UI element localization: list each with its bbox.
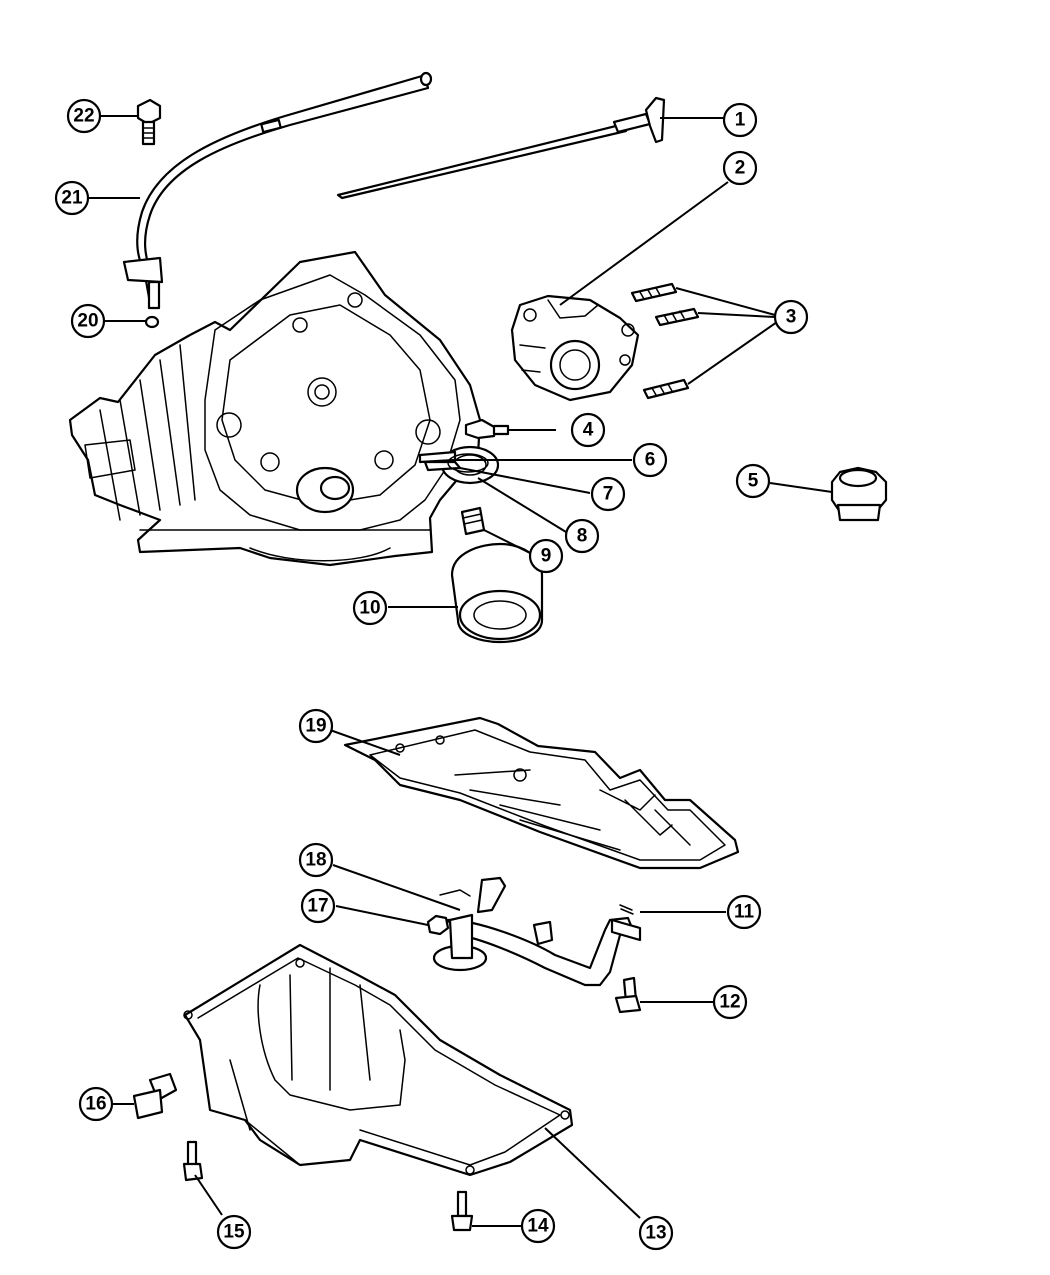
- oil-pickup-tube: [432, 876, 642, 987]
- callout-4: 4: [570, 412, 606, 448]
- callout-16: 16: [78, 1086, 114, 1122]
- callout-label-17: 17: [307, 896, 328, 917]
- callout-12: 12: [712, 984, 748, 1020]
- callout-21: 21: [54, 180, 90, 216]
- bolt-22: [136, 98, 162, 146]
- callout-13: 13: [638, 1215, 674, 1251]
- drain-plug: [132, 1072, 178, 1120]
- callout-7: 7: [590, 476, 626, 512]
- callout-label-2: 2: [735, 158, 746, 179]
- callout-14: 14: [520, 1208, 556, 1244]
- callout-15: 15: [216, 1214, 252, 1250]
- stud-15: [182, 1140, 204, 1182]
- callout-label-5: 5: [748, 471, 759, 492]
- callout-label-15: 15: [223, 1222, 245, 1243]
- callout-label-22: 22: [73, 106, 94, 127]
- callout-2: 2: [722, 150, 758, 186]
- callout-3: 3: [773, 299, 809, 335]
- oil-filler-cap: [830, 466, 888, 522]
- callout-1: 1: [722, 102, 758, 138]
- windage-tray: [343, 716, 740, 870]
- callout-label-13: 13: [645, 1223, 666, 1244]
- callout-label-9: 9: [541, 546, 552, 567]
- callout-label-18: 18: [305, 850, 326, 871]
- callout-18: 18: [298, 842, 334, 878]
- callout-label-20: 20: [77, 311, 98, 332]
- o-ring-20: [144, 315, 160, 329]
- callout-label-21: 21: [61, 188, 83, 209]
- bolt-14: [450, 1190, 474, 1232]
- oil-pump: [510, 294, 640, 402]
- callout-label-12: 12: [719, 992, 740, 1013]
- callout-label-3: 3: [786, 307, 797, 328]
- callout-label-14: 14: [527, 1216, 549, 1237]
- callout-label-8: 8: [577, 526, 588, 547]
- callout-22: 22: [66, 98, 102, 134]
- engine-block: [68, 250, 510, 567]
- callout-19: 19: [298, 708, 334, 744]
- callout-label-7: 7: [603, 484, 614, 505]
- callout-6: 6: [632, 442, 668, 478]
- callout-20: 20: [70, 303, 106, 339]
- callout-9: 9: [528, 538, 564, 574]
- bolt-12: [614, 976, 642, 1014]
- dipstick-tube: [122, 71, 433, 310]
- leader-lines: [88, 115, 833, 1227]
- callout-11: 11: [726, 894, 762, 930]
- callout-label-4: 4: [583, 420, 594, 441]
- oil-pan: [183, 943, 574, 1177]
- filter-nipple: [460, 506, 486, 536]
- callout-8: 8: [564, 518, 600, 554]
- dipstick: [336, 96, 666, 200]
- callout-17: 17: [300, 888, 336, 924]
- pump-bolts: [630, 282, 700, 400]
- o-ring-11: [619, 904, 634, 915]
- callout-label-10: 10: [359, 598, 380, 619]
- nut-17: [426, 914, 450, 936]
- callout-label-19: 19: [305, 716, 326, 737]
- callout-label-1: 1: [735, 110, 746, 131]
- callout-10: 10: [352, 590, 388, 626]
- callout-label-16: 16: [85, 1094, 106, 1115]
- oil-filter: [450, 542, 544, 644]
- callout-5: 5: [735, 463, 771, 499]
- callout-label-6: 6: [645, 450, 656, 471]
- callout-label-11: 11: [734, 902, 755, 923]
